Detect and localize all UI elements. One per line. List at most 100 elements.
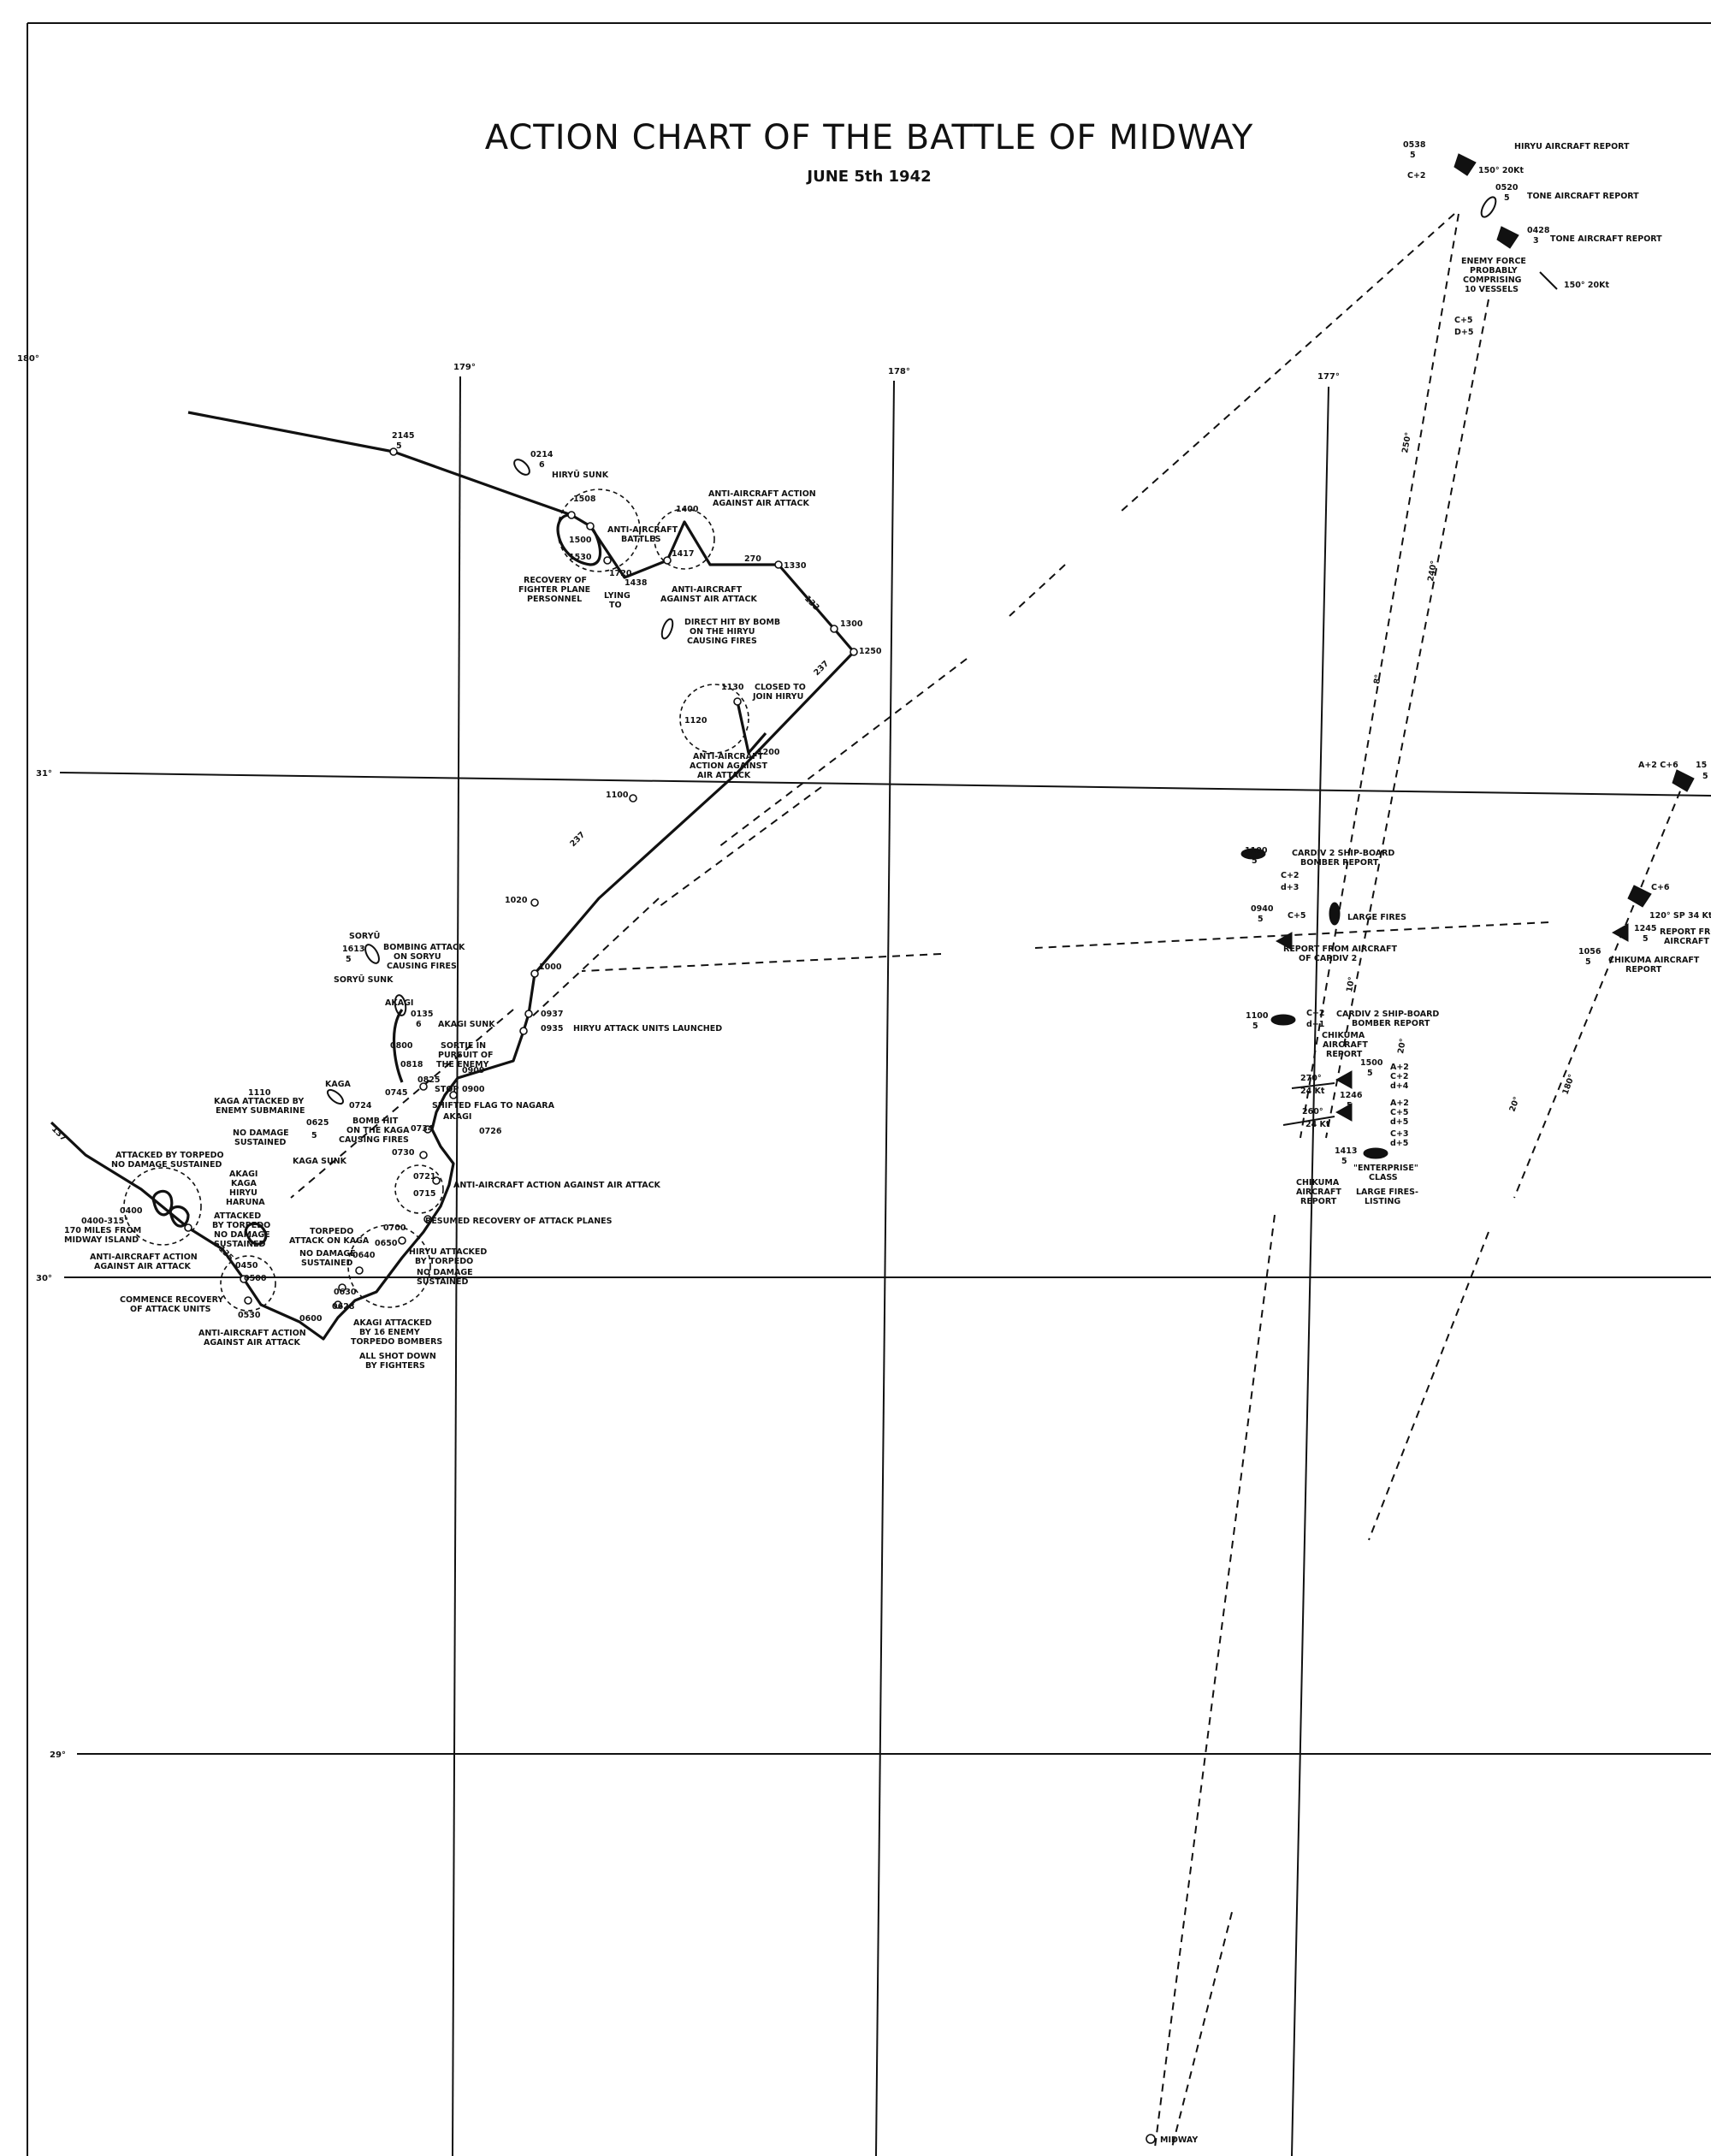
report-composition: C+5 bbox=[1454, 316, 1473, 325]
report-label: AIRCRAFT bbox=[1323, 1040, 1368, 1050]
time-label: 2145 bbox=[392, 431, 414, 441]
annotation: 170 MILES FROM bbox=[64, 1226, 141, 1235]
report-composition: d+5 bbox=[1390, 1139, 1408, 1148]
us-force-tracks bbox=[290, 213, 1686, 2148]
ship-icon bbox=[1363, 1147, 1388, 1159]
report-time: 1100 bbox=[1246, 1011, 1269, 1021]
report-bearing: 150° 20Kt bbox=[1478, 166, 1524, 175]
time-label: 0721 bbox=[413, 1172, 435, 1182]
annotation: SUSTAINED bbox=[214, 1240, 265, 1249]
annotation: ON THE HIRYU bbox=[690, 627, 755, 637]
report-speed: 5 bbox=[1252, 1022, 1258, 1031]
time-label: 0450 bbox=[235, 1261, 258, 1270]
report-label: CHIKUMA AIRCRAFT bbox=[1608, 956, 1700, 965]
lon-label-180: 180° bbox=[17, 354, 39, 364]
annotation: SORYŪ SUNK bbox=[334, 975, 394, 985]
annotation: BATTLES bbox=[621, 535, 661, 544]
annotation: SHIFTED FLAG TO NAGARA bbox=[432, 1101, 555, 1111]
report-time: 1056 bbox=[1578, 947, 1601, 957]
time-label: 0935 bbox=[541, 1024, 563, 1034]
time-label: 0400 bbox=[120, 1206, 143, 1216]
report-composition: d+5 bbox=[1390, 1117, 1408, 1127]
report-label: CHIKUMA bbox=[1322, 1031, 1365, 1040]
annotation: JOIN HIRYU bbox=[752, 692, 803, 702]
time-label: 1020 bbox=[505, 896, 528, 905]
time-label: 0818 bbox=[400, 1060, 423, 1069]
report-time: 1500 bbox=[1360, 1058, 1383, 1068]
chart-title: ACTION CHART OF THE BATTLE OF MIDWAY bbox=[485, 118, 1254, 157]
report-label: "ENTERPRISE" bbox=[1353, 1164, 1418, 1173]
report-label: REPORT bbox=[1326, 1050, 1363, 1059]
time-label: 1500 bbox=[569, 536, 592, 545]
annotation: HIRYU ATTACK UNITS LAUNCHED bbox=[573, 1024, 722, 1034]
annotations: HIRYŪ SUNK ANTI-AIRCRAFT ACTION AGAINST … bbox=[64, 471, 816, 1371]
course-label: 237 bbox=[812, 659, 831, 678]
bearing-label: 8° bbox=[1372, 673, 1383, 684]
annotation: STOP bbox=[435, 1085, 459, 1094]
parallel-31 bbox=[59, 772, 1711, 797]
annotation: AKAGI bbox=[385, 998, 413, 1008]
annotation: ANTI-AIRCRAFT ACTION AGAINST AIR ATTACK bbox=[453, 1181, 661, 1190]
annotation: RESUMED RECOVERY OF ATTACK PLANES bbox=[425, 1217, 613, 1226]
report-time: 15 bbox=[1696, 761, 1707, 770]
annotation: 0400-315° bbox=[81, 1217, 128, 1226]
annotation: AGAINST AIR ATTACK bbox=[713, 499, 810, 508]
report-composition: A+2 C+6 bbox=[1638, 761, 1678, 770]
report-label: AIRCRAFT bbox=[1296, 1188, 1341, 1197]
time-label: 0724 bbox=[349, 1101, 372, 1111]
annotation: CLOSED TO bbox=[755, 683, 806, 692]
midway-label: MIDWAY bbox=[1160, 2135, 1198, 2145]
time-label: 1417 bbox=[672, 549, 694, 559]
lat-label-29: 29° bbox=[50, 1750, 66, 1760]
lon-label-178: 178° bbox=[888, 367, 910, 376]
action-circles bbox=[123, 489, 749, 1312]
time-label: 0909 bbox=[462, 1066, 484, 1075]
annotation: ANTI-AIRCRAFT ACTION bbox=[198, 1329, 306, 1338]
annotation: NO DAMAGE bbox=[233, 1128, 289, 1138]
annotation: BOMBING ATTACK bbox=[383, 943, 465, 952]
annotation: NO DAMAGE bbox=[417, 1268, 473, 1277]
report-note: COMPRISING bbox=[1463, 275, 1522, 285]
report-label: LARGE FIRES bbox=[1347, 913, 1406, 922]
time-label: 0900 bbox=[462, 1085, 485, 1094]
annotation: ENEMY SUBMARINE bbox=[216, 1106, 305, 1116]
ship-icon bbox=[364, 944, 380, 964]
report-composition: C+6 bbox=[1651, 883, 1670, 892]
annotation: ATTACKED BY TORPEDO bbox=[115, 1151, 224, 1160]
arrow-icon bbox=[1496, 226, 1519, 249]
annotation: AGAINST AIR ATTACK bbox=[660, 595, 758, 604]
annotation: ACTION AGAINST bbox=[690, 761, 768, 771]
ship-icon bbox=[326, 1088, 345, 1105]
annotation: ON SORYU bbox=[394, 952, 441, 962]
annotation: PERSONNEL bbox=[527, 595, 582, 604]
report-label: CLASS bbox=[1369, 1173, 1398, 1182]
time-label: 1130 bbox=[721, 683, 744, 692]
annotation: FIGHTER PLANE bbox=[518, 585, 590, 595]
annotation: AGAINST AIR ATTACK bbox=[94, 1262, 192, 1271]
annotation: CAUSING FIRES bbox=[387, 962, 457, 971]
annotation: THE ENEMY bbox=[436, 1060, 489, 1069]
bearing-label: 10° bbox=[1345, 976, 1357, 993]
annotation: BY 16 ENEMY bbox=[359, 1328, 420, 1337]
report-speed: 3 bbox=[1533, 236, 1539, 246]
annotation: TORPEDO BOMBERS bbox=[351, 1337, 442, 1347]
annotation: NO DAMAGE bbox=[214, 1230, 270, 1240]
annotation: AKAGI bbox=[229, 1170, 258, 1179]
time-label: 0630 bbox=[334, 1288, 357, 1297]
time-label: 0734 bbox=[411, 1124, 434, 1134]
time-label: 0214 bbox=[530, 450, 554, 459]
annotation: ATTACKED bbox=[214, 1211, 261, 1221]
report-bearing: 120° SP 34 Kt bbox=[1649, 911, 1711, 921]
report-bearing: 270° bbox=[1300, 1074, 1322, 1083]
annotation: DIRECT HIT BY BOMB bbox=[684, 618, 780, 627]
annotation: ON THE KAGA bbox=[346, 1126, 410, 1135]
time-label: 1000 bbox=[539, 962, 562, 972]
report-bearing: 24 Kt bbox=[1305, 1120, 1330, 1129]
report-label: CARDIV 2 SHIP-BOARD bbox=[1336, 1010, 1439, 1019]
speed-label: 5 bbox=[311, 1131, 317, 1140]
time-label: 0135 bbox=[411, 1010, 433, 1019]
time-label: 1330 bbox=[784, 561, 807, 571]
bearing-label: 20° bbox=[1396, 1038, 1408, 1055]
ship-symbols bbox=[326, 153, 1695, 1159]
report-label: LISTING bbox=[1365, 1197, 1400, 1206]
